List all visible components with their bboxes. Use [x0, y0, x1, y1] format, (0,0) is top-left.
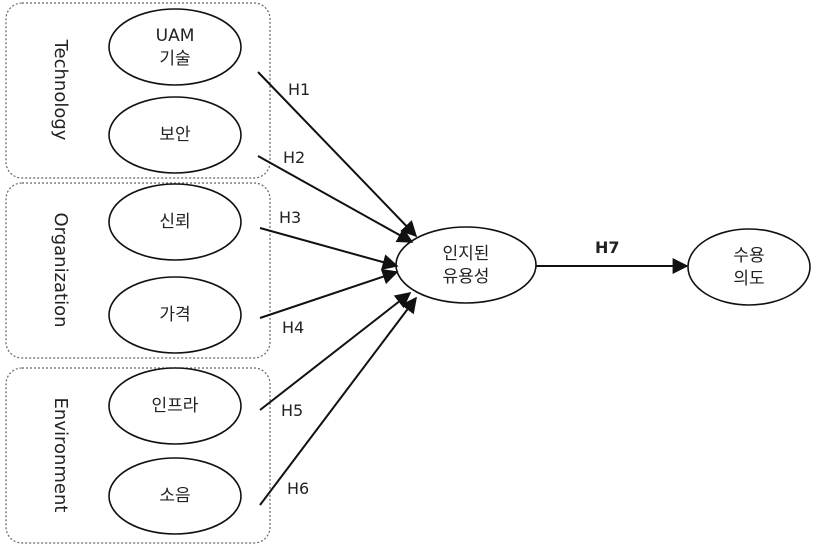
label-h7: H7 [595, 238, 620, 257]
node-noise: 소음 [108, 457, 242, 535]
node-security: 보안 [108, 96, 242, 174]
node-uam-line1: UAM [156, 26, 195, 46]
node-price-label: 가격 [159, 305, 190, 325]
label-h4: H4 [282, 318, 304, 337]
node-uam-line2: 기술 [159, 49, 190, 69]
organization-group-label: Organization [50, 212, 71, 327]
node-uam-technology: UAM 기술 [108, 8, 242, 86]
node-perceived-usefulness: 인지된 유용성 [395, 226, 537, 304]
technology-group-label: Technology [50, 39, 71, 141]
arrow-h1 [257, 71, 418, 238]
node-trust-label: 신뢰 [159, 212, 190, 232]
node-noise-label: 소음 [159, 486, 190, 506]
label-h5: H5 [281, 401, 303, 420]
label-h3: H3 [279, 208, 301, 227]
node-ai-line1: 수용 [733, 246, 764, 266]
node-trust: 신뢰 [108, 183, 242, 261]
node-price: 가격 [108, 276, 242, 354]
arrow-h3 [259, 227, 399, 270]
arrow-h4 [259, 268, 399, 319]
node-pu-line1: 인지된 [443, 244, 490, 264]
node-security-label: 보안 [159, 125, 191, 145]
arrow-h2 [257, 155, 414, 243]
node-pu-line2: 유용성 [443, 267, 490, 287]
node-acceptance-intention: 수용 의도 [687, 228, 811, 306]
arrow-h5 [259, 292, 412, 411]
technology-group-box [5, 2, 271, 179]
label-h2: H2 [283, 148, 305, 167]
node-ai-line2: 의도 [733, 269, 764, 289]
label-h6: H6 [287, 479, 309, 498]
environment-group-label: Environment [50, 398, 71, 513]
node-infra: 인프라 [108, 367, 242, 445]
organization-group-box [5, 182, 271, 359]
environment-group-box [5, 367, 271, 544]
arrow-h6 [259, 296, 417, 506]
label-h1: H1 [288, 80, 310, 99]
node-infra-label: 인프라 [152, 396, 199, 416]
